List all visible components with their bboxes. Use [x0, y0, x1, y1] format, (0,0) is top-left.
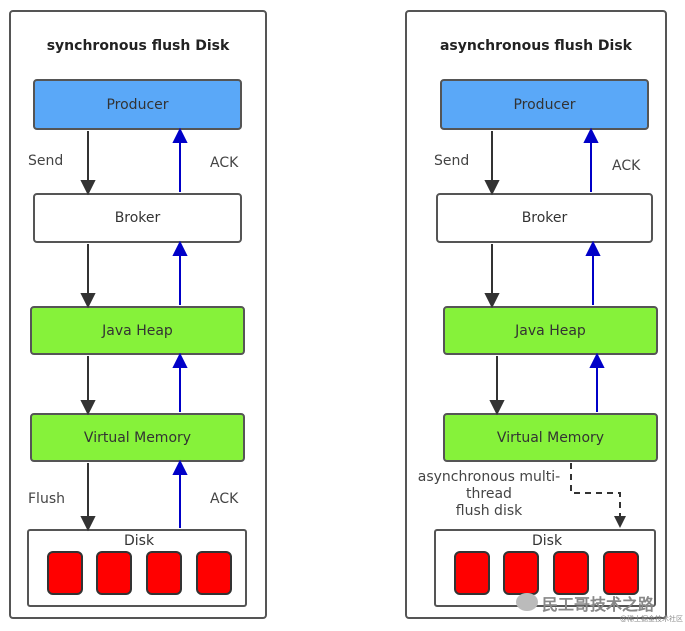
sync-disk-block-2 [96, 551, 132, 595]
sync-ack-top-label: ACK [210, 155, 239, 171]
watermark-text: 民工哥技术之路 [542, 595, 655, 614]
sync-broker-label: Broker [114, 210, 161, 226]
async-ack-arrows [583, 127, 605, 412]
sync-disk-block-4 [196, 551, 232, 595]
async-down-arrows [484, 131, 505, 416]
async-virtual-memory-box: Virtual Memory [443, 413, 658, 462]
sync-send-label: Send [28, 153, 64, 169]
sync-ack-bottom-label: ACK [210, 491, 239, 507]
sync-disk-block-3 [146, 551, 182, 595]
sync-virtual-memory-box: Virtual Memory [30, 413, 245, 462]
async-java-heap-box: Java Heap [443, 306, 658, 355]
sync-down-arrows [80, 131, 96, 532]
sync-producer-label: Producer [106, 96, 169, 113]
sync-java-heap-label: Java Heap [102, 322, 173, 339]
async-flush-dashed-arrow [570, 463, 621, 518]
sync-ack-arrows [172, 127, 188, 528]
async-producer-label: Producer [513, 96, 576, 113]
async-broker-box: Broker [436, 193, 653, 243]
async-disk-block-4 [603, 551, 639, 595]
sync-producer-box: Producer [33, 79, 242, 130]
async-java-heap-label: Java Heap [515, 322, 586, 339]
async-producer-box: Producer [440, 79, 649, 130]
async-disk-block-1 [454, 551, 490, 595]
sync-broker-box: Broker [33, 193, 242, 243]
sync-java-heap-box: Java Heap [30, 306, 245, 355]
async-broker-label: Broker [521, 210, 568, 226]
watermark-subtext: @稀土掘金技术社区 [620, 615, 683, 623]
sync-disk-label: Disk [124, 533, 155, 549]
async-disk-label: Disk [532, 533, 563, 549]
sync-panel-title: synchronous flush Disk [46, 38, 230, 54]
async-virtual-memory-label: Virtual Memory [496, 429, 605, 446]
watermark-logo [516, 593, 538, 611]
async-disk-block-3 [553, 551, 589, 595]
sync-virtual-memory-label: Virtual Memory [83, 429, 192, 446]
async-panel-title: asynchronous flush Disk [439, 38, 632, 54]
sync-flush-label: Flush [28, 491, 65, 507]
async-send-label: Send [434, 153, 470, 169]
async-ack-top-label: ACK [612, 158, 641, 174]
async-flush-note: asynchronous multi- thread flush disk [417, 469, 561, 519]
sync-disk-block-1 [47, 551, 83, 595]
